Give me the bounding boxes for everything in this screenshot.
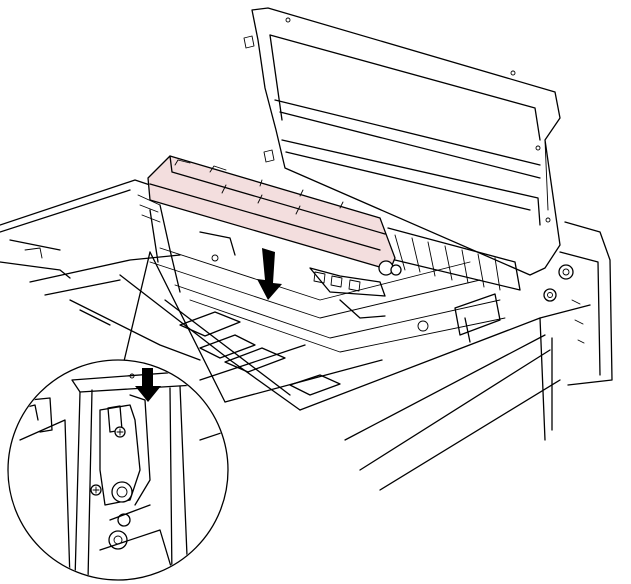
top-cover (243, 7, 561, 276)
callout-lines (119, 251, 383, 403)
gear-icon (543, 264, 574, 302)
fuser-unit (147, 155, 402, 276)
down-arrow-icon (257, 248, 282, 300)
printer-body (0, 179, 613, 491)
detail-magnifier (7, 359, 229, 581)
fuser-area (137, 194, 521, 343)
